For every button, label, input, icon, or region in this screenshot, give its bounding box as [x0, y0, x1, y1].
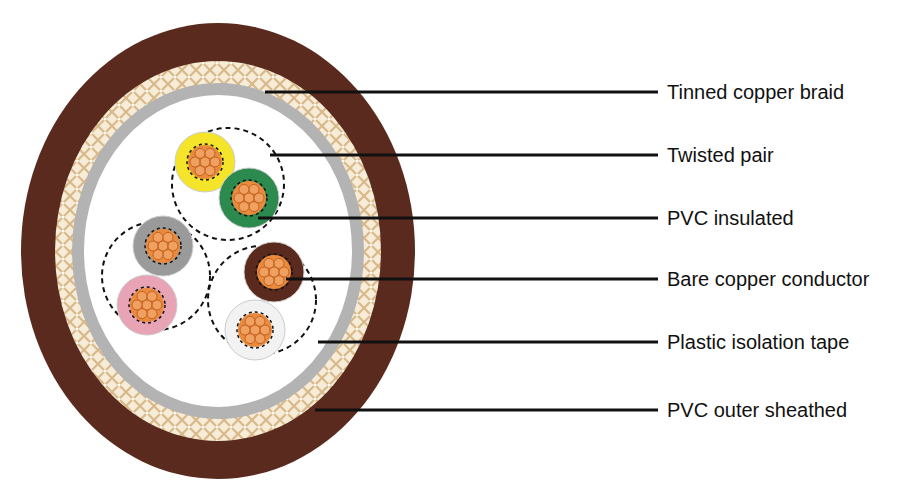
part-label: Twisted pair	[667, 145, 774, 165]
insulated-core	[225, 300, 285, 360]
insulated-core	[133, 216, 193, 276]
strand	[245, 316, 255, 326]
strand	[163, 250, 173, 260]
conductor-outline	[237, 312, 273, 348]
strand	[249, 202, 259, 212]
conductor-outline	[231, 180, 267, 216]
strand	[147, 291, 157, 301]
leader-lines	[258, 92, 658, 410]
pvc-insulation	[117, 275, 177, 335]
copper-conductor	[146, 229, 180, 263]
strand	[153, 232, 163, 242]
strand	[205, 148, 215, 158]
strand	[163, 232, 173, 242]
part-label: Bare copper conductor	[667, 269, 869, 289]
strand	[147, 309, 157, 319]
conductor-outline	[145, 228, 181, 264]
pvc-insulation	[244, 242, 304, 302]
copper-conductor	[232, 181, 266, 215]
isolation-tape	[78, 89, 358, 413]
part-label: Plastic isolation tape	[667, 332, 849, 352]
part-label: PVC outer sheathed	[667, 400, 847, 420]
strand	[274, 276, 284, 286]
copper-braid	[55, 61, 381, 441]
conductor-outline	[256, 254, 292, 290]
strand	[274, 258, 284, 268]
copper-conductor	[130, 288, 164, 322]
pair-outlines	[102, 128, 316, 354]
copper-conductor	[238, 313, 272, 347]
conductor-outline	[129, 287, 165, 323]
copper-conductor	[188, 145, 222, 179]
insulated-core	[244, 242, 304, 302]
strand	[239, 184, 249, 194]
copper-conductor	[257, 255, 291, 289]
part-label: Tinned copper braid	[667, 82, 844, 102]
strand	[249, 184, 259, 194]
insulated-cores	[117, 132, 304, 360]
conductor-outline	[187, 144, 223, 180]
strand	[264, 258, 274, 268]
strand	[205, 166, 215, 176]
pvc-insulation	[225, 300, 285, 360]
strand	[255, 334, 265, 344]
pvc-insulation	[133, 216, 193, 276]
strand	[195, 148, 205, 158]
part-label: PVC insulated	[667, 208, 794, 228]
strand	[255, 316, 265, 326]
insulated-core	[117, 275, 177, 335]
strand	[137, 291, 147, 301]
